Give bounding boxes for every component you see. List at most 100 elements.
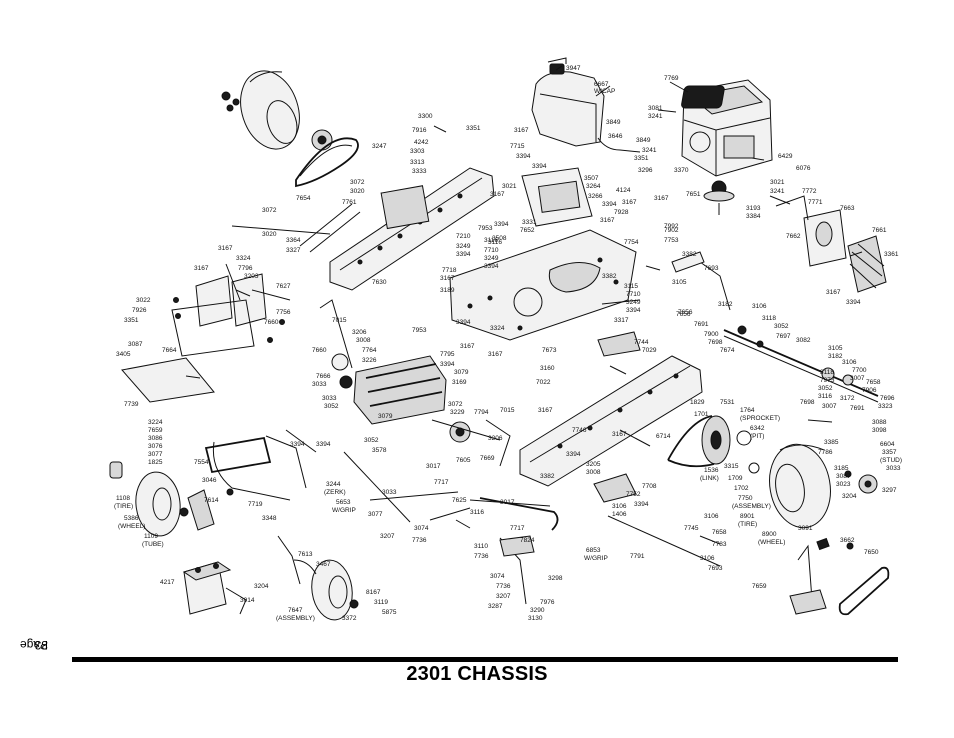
callout: 3185 (834, 465, 849, 472)
callout: 8167 (366, 589, 381, 596)
callout: 3323 (878, 403, 893, 410)
callout: 1829 (690, 399, 705, 406)
callout: 7796 (238, 265, 253, 272)
callout: 3508 (492, 235, 507, 242)
callout: 3264 (586, 183, 601, 190)
battery-drawing (182, 561, 247, 615)
chain-sprocket-drawing (619, 415, 760, 474)
callout: 3394 (456, 251, 471, 258)
callout: 4242 (414, 139, 429, 146)
callout: 3033 (312, 381, 327, 388)
callout: 3241 (642, 147, 657, 154)
callout: 3290 (530, 607, 545, 614)
linkage-rods-drawing (343, 419, 721, 605)
callout: 3008 (586, 469, 601, 476)
callout: 3372 (342, 615, 357, 622)
callout: 7926 (132, 307, 147, 314)
callout: 3249 (456, 243, 471, 250)
callout: 3241 (770, 188, 785, 195)
callout: 3167 (612, 431, 627, 438)
callout: 3394 (456, 319, 471, 326)
callout: 7754 (624, 239, 639, 246)
callout: 3249 (626, 299, 641, 306)
callout: 3384 (746, 213, 761, 220)
callout: 3172 (840, 395, 855, 402)
callout: 3007 (850, 375, 865, 382)
callout: 3578 (372, 447, 387, 454)
callout: 7647 (288, 607, 303, 614)
callout: 6853 (586, 547, 601, 554)
callout: 7663 (840, 205, 855, 212)
callout: 7717 (510, 525, 525, 532)
callout: 3116 (818, 393, 832, 400)
callout: 4217 (160, 579, 175, 586)
callout: 3394 (290, 441, 305, 448)
callout: 7906 (862, 387, 877, 394)
callout: 3077 (368, 511, 383, 518)
callout: 3385 (824, 439, 839, 446)
muffler-drawing (775, 195, 887, 293)
callout: 3662 (840, 537, 855, 544)
callout: 1108 (116, 495, 130, 502)
callout: 3507 (584, 175, 599, 182)
callout: 3086 (148, 435, 163, 442)
callout: 7661 (872, 227, 887, 234)
callout: 7673 (542, 347, 557, 354)
callout: 3119 (374, 599, 388, 606)
callout: 7772 (802, 188, 817, 195)
callout: 7625 (452, 497, 467, 504)
left-bracket-assembly (121, 263, 291, 403)
callout: 7953 (412, 327, 427, 334)
callout: 3849 (606, 119, 621, 126)
callout: 1701 (694, 411, 709, 418)
callout: 3394 (484, 263, 499, 270)
callout: 3052 (818, 385, 833, 392)
callout: 7717 (434, 479, 449, 486)
callout: 1536 (704, 467, 719, 474)
title-rule (72, 657, 898, 662)
callout: 3300 (418, 113, 433, 120)
callout: 3076 (148, 443, 163, 450)
callout: 3351 (124, 317, 139, 324)
callout: 3849 (636, 137, 651, 144)
callout: 7928 (614, 209, 629, 216)
callout: 3021 (770, 179, 785, 186)
callout: 7771 (808, 199, 823, 206)
callout: W/GRIP (332, 507, 356, 514)
callout: 3394 (626, 307, 641, 314)
callout: 3182 (718, 301, 733, 308)
callout: 7976 (540, 599, 555, 606)
callout: 7674 (720, 347, 735, 354)
callout: 7824 (520, 537, 535, 544)
callout: 3052 (324, 403, 339, 410)
callout: 3296 (638, 167, 653, 174)
callout: 3207 (380, 533, 395, 540)
upper-frame-rail (231, 167, 495, 291)
callout: 3098 (872, 427, 887, 434)
callout: 7745 (684, 525, 699, 532)
callout: 7691 (850, 405, 865, 412)
rear-left-wheel-drawing (221, 70, 359, 188)
callout: 3382 (682, 251, 697, 258)
callout: 3106 (700, 555, 715, 562)
main-deck-plate (449, 167, 637, 341)
callout: 1406 (612, 511, 627, 518)
callout: 3118 (762, 315, 776, 322)
callout: 7691 (694, 321, 709, 328)
callout: 3167 (538, 407, 553, 414)
callout: 7719 (248, 501, 263, 508)
callout: 3361 (884, 251, 899, 258)
callout: 7769 (664, 75, 679, 82)
callout: 7660 (264, 319, 279, 326)
callout: 3074 (490, 573, 505, 580)
callout: 7658 (712, 529, 727, 536)
callout: 7659 (148, 427, 163, 434)
callout: 7015 (332, 317, 347, 324)
callout: 3324 (490, 325, 505, 332)
callout: 7752 (626, 491, 641, 498)
callout: 7656 (678, 309, 693, 316)
callout: 3115 (624, 283, 638, 290)
callout: 3266 (588, 193, 603, 200)
callout: 3394 (566, 451, 581, 458)
callout: 3298 (548, 575, 563, 582)
